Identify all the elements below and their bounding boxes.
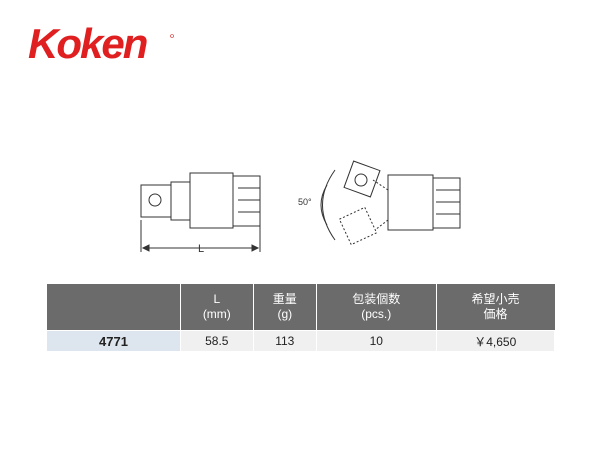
table-header-row: L(mm) 重量(g) 包装個数(pcs.) 希望小売価格	[47, 284, 555, 331]
svg-text:Koken: Koken	[28, 20, 147, 67]
spec-table: L(mm) 重量(g) 包装個数(pcs.) 希望小売価格 4771 58.5 …	[47, 284, 556, 351]
dimension-label: L	[198, 243, 204, 255]
table-row: 4771 58.5 113 10 ￥4,650	[47, 330, 556, 351]
cell-weight: 113	[253, 330, 317, 351]
cell-pack-qty: 10	[316, 330, 437, 351]
header-model	[47, 284, 181, 331]
straight-view: L	[140, 172, 261, 255]
cell-length: 58.5	[180, 330, 254, 351]
header-price: 希望小売価格	[436, 284, 555, 331]
header-length: L(mm)	[180, 284, 254, 331]
universal-joint-diagram: L 50°	[140, 160, 461, 255]
cell-model: 4771	[47, 330, 181, 351]
angled-view: 50°	[298, 160, 461, 246]
cell-price: ￥4,650	[436, 330, 556, 351]
koken-logo: Koken	[28, 20, 174, 67]
header-weight: 重量(g)	[253, 284, 317, 331]
header-pack-qty: 包装個数(pcs.)	[316, 284, 437, 331]
angle-label: 50°	[298, 197, 312, 207]
